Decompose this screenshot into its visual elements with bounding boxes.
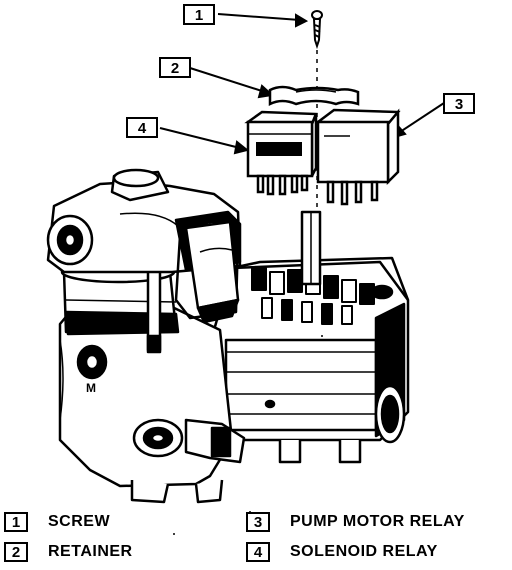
callout-number-2: 2 (171, 60, 179, 77)
callout-box-2: 2 (159, 57, 191, 78)
upper-housing (46, 168, 242, 320)
solenoid-relay-pins (256, 174, 309, 196)
callout-box-3: 3 (443, 93, 475, 114)
legend-number-3: 3 (246, 512, 270, 532)
valve-body: M (58, 304, 362, 504)
legend-label-solenoid-relay: SOLENOID RELAY (290, 543, 438, 560)
legend-item-3: 3 PUMP MOTOR RELAY (246, 510, 465, 534)
callout-number-3: 3 (455, 96, 463, 113)
legend-number-4: 4 (246, 542, 270, 562)
legend-label-pump-motor-relay: PUMP MOTOR RELAY (290, 513, 465, 530)
relay-socket-block (212, 210, 410, 444)
legend-item-2: 2 RETAINER (4, 540, 133, 564)
legend-label-screw: SCREW (48, 513, 111, 530)
solenoid-relay (244, 110, 318, 196)
legend-label-retainer: RETAINER (48, 543, 133, 560)
modulator-assembly: M (46, 168, 410, 504)
legend-item-4: 4 SOLENOID RELAY (246, 540, 438, 564)
legend-item-1: 1 SCREW (4, 510, 110, 534)
legend-number-1: 1 (4, 512, 28, 532)
legend-number-2: 2 (4, 542, 28, 562)
pump-motor-relay-pins (326, 180, 379, 206)
callout-number-1: 1 (195, 7, 203, 24)
callout-number-4: 4 (138, 120, 147, 137)
retainer (268, 85, 360, 107)
solenoid-stack (184, 220, 240, 324)
callout-box-1: 1 (183, 4, 215, 25)
port-marking: M (86, 381, 96, 395)
screw (311, 10, 323, 210)
pump-motor-relay (314, 108, 401, 206)
callout-box-4: 4 (126, 117, 158, 138)
